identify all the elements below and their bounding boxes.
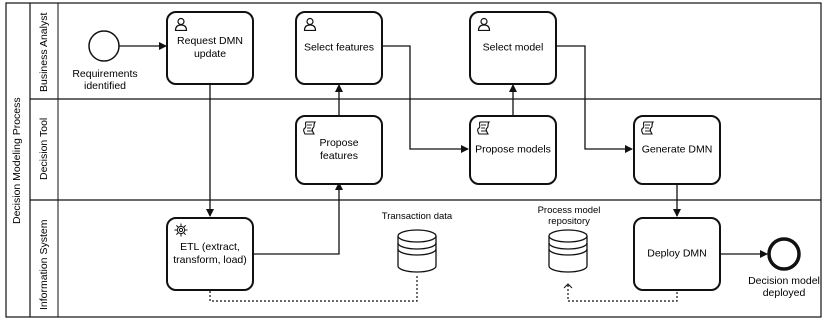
process-repository-store[interactable] bbox=[548, 229, 588, 273]
task-select-features[interactable]: Select features bbox=[295, 11, 383, 85]
lane-label-information-system: Information System bbox=[38, 219, 50, 310]
flow-etl-to-propose-features bbox=[254, 182, 343, 255]
flow-select-features-to-propose-models bbox=[383, 45, 469, 153]
transaction-data-label: Transaction data bbox=[381, 211, 453, 222]
task-label: Propose models bbox=[475, 143, 551, 156]
gear-icon bbox=[174, 223, 188, 237]
lane-label-business-analyst: Business Analyst bbox=[38, 12, 50, 92]
association-deploy-to-repository bbox=[563, 283, 678, 302]
task-label: ETL (extract,transform, load) bbox=[173, 241, 247, 266]
transaction-data-store[interactable] bbox=[397, 229, 437, 273]
user-icon bbox=[174, 17, 188, 31]
pool-title: Decision Modeling Process bbox=[11, 97, 23, 224]
task-generate-dmn[interactable]: Generate DMN bbox=[633, 115, 721, 185]
start-event[interactable] bbox=[88, 30, 120, 62]
association-transaction-to-etl bbox=[205, 276, 418, 302]
user-icon bbox=[477, 17, 491, 31]
task-deploy-dmn[interactable]: Deploy DMN bbox=[633, 217, 721, 291]
script-icon bbox=[303, 121, 317, 135]
end-event[interactable] bbox=[767, 237, 801, 271]
script-icon bbox=[477, 121, 491, 135]
script-icon bbox=[641, 121, 655, 135]
task-etl[interactable]: ETL (extract,transform, load) bbox=[166, 217, 254, 291]
user-icon bbox=[303, 17, 317, 31]
task-propose-models[interactable]: Propose models bbox=[469, 115, 557, 185]
flow-select-model-to-generate-dmn bbox=[557, 45, 633, 153]
task-label: Generate DMN bbox=[641, 143, 713, 156]
pool-border bbox=[5, 2, 822, 318]
task-select-model[interactable]: Select model bbox=[469, 11, 557, 85]
task-label: Select features bbox=[303, 41, 375, 54]
task-label: Deploy DMN bbox=[647, 247, 707, 260]
task-label: Select model bbox=[482, 41, 544, 54]
lane-label-decision-tool: Decision Tool bbox=[38, 117, 50, 180]
